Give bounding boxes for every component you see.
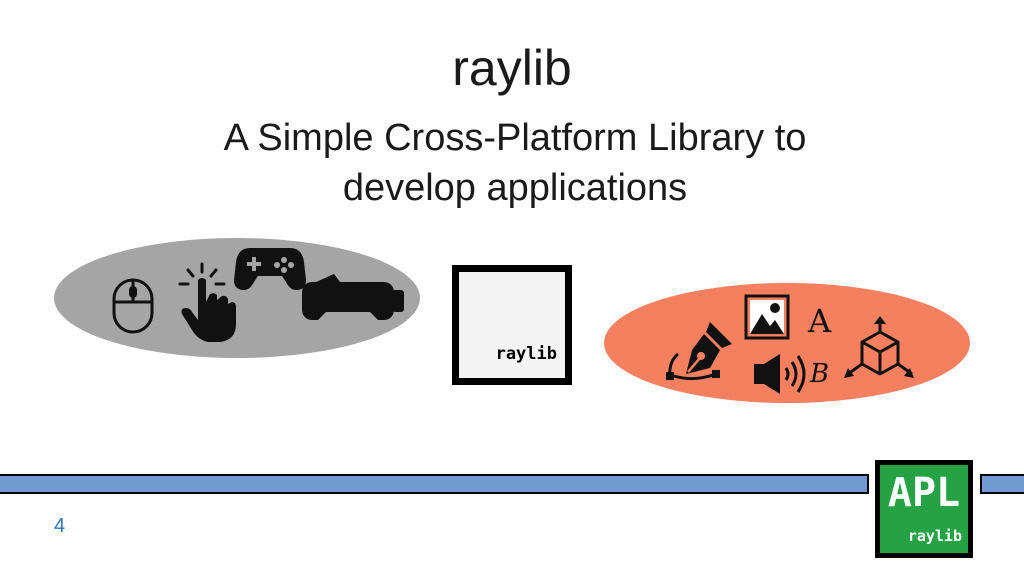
pen-tool-icon xyxy=(666,322,732,381)
mouse-icon xyxy=(112,278,154,334)
slide-title: raylib xyxy=(452,40,572,96)
audio-icon xyxy=(754,354,806,394)
3d-model-icon xyxy=(844,316,914,378)
apl-raylib-logo: APL raylib xyxy=(875,460,973,558)
touch-icon xyxy=(178,262,236,342)
slide-subtitle: A Simple Cross-Platform Library to devel… xyxy=(0,113,1024,213)
page-number: 4 xyxy=(54,515,66,537)
apl-logo-title: APL xyxy=(887,470,961,516)
raylib-logo-text: raylib xyxy=(495,344,557,364)
raylib-logo: raylib xyxy=(452,265,572,385)
apl-logo-subtitle: raylib xyxy=(907,527,962,545)
font-icon-glyph-b: B xyxy=(809,359,829,389)
image-icon xyxy=(744,294,790,340)
subtitle-line-2: develop applications xyxy=(342,167,688,209)
subtitle-line-1: A Simple Cross-Platform Library to xyxy=(223,117,807,159)
footer-band-left xyxy=(0,474,869,494)
footer-band-right xyxy=(980,474,1024,494)
vr-headset-icon xyxy=(302,274,404,320)
font-icon: A B xyxy=(807,302,832,389)
font-icon-glyph-a: A xyxy=(807,302,832,340)
gamepad-icon xyxy=(234,248,306,290)
